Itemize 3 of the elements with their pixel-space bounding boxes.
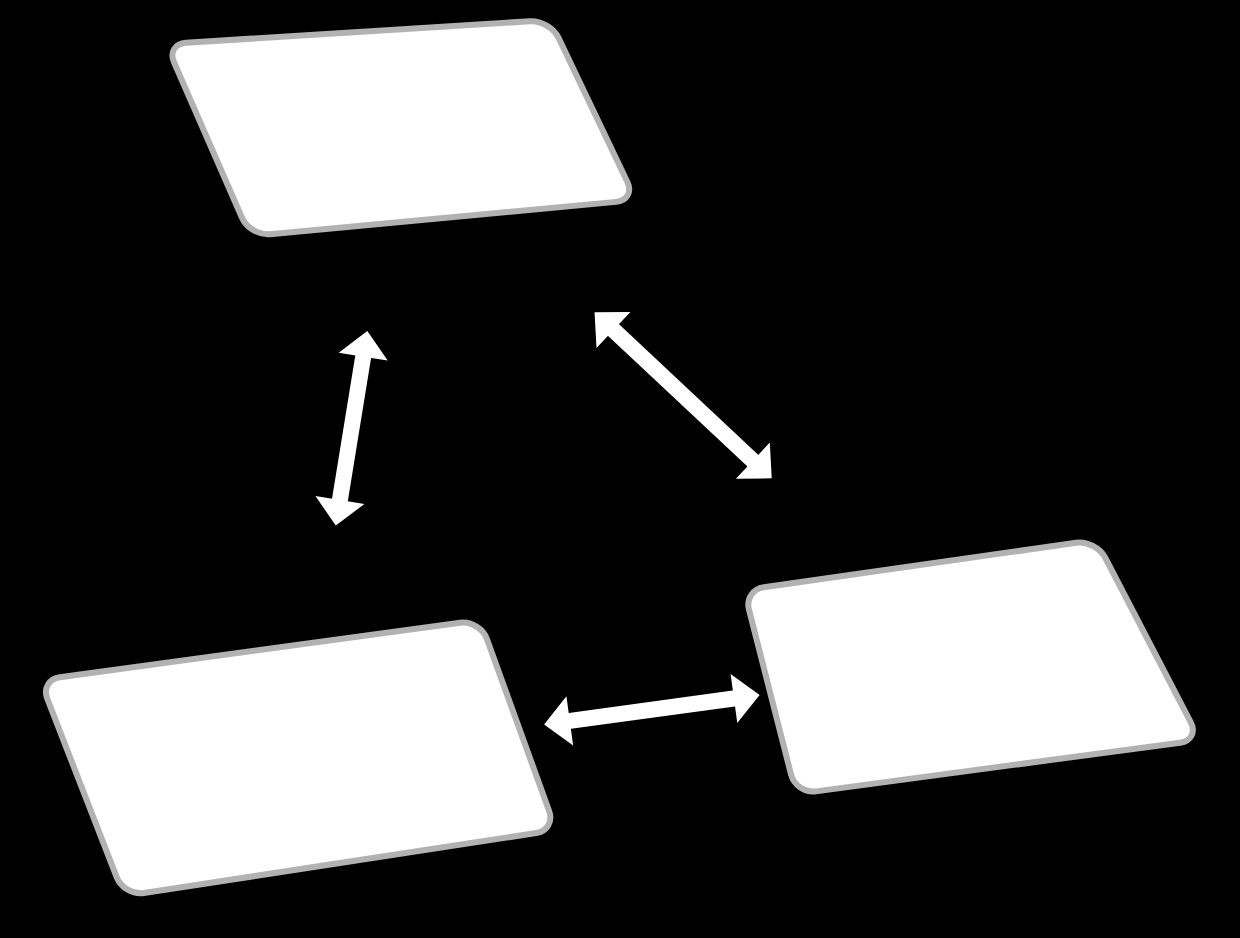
box <box>169 18 633 238</box>
box <box>745 539 1196 795</box>
box <box>43 619 554 897</box>
